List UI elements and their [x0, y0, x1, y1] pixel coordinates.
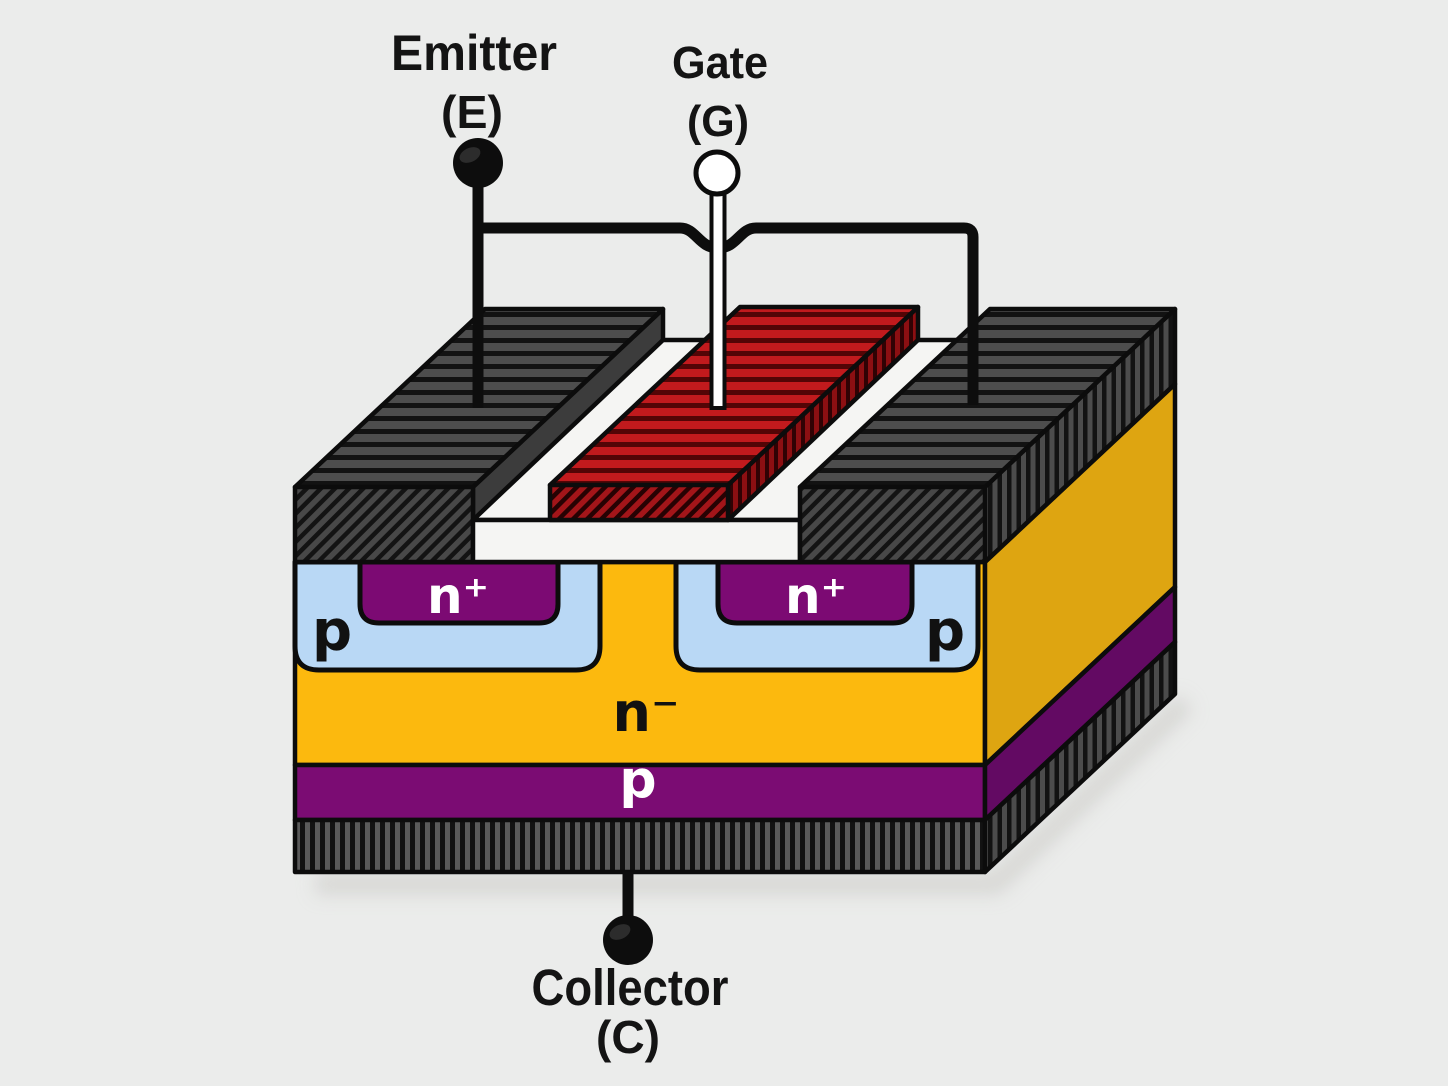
gate-label: Gate	[672, 37, 768, 88]
p-substrate-label: p	[619, 750, 656, 810]
collector-metal-front-face	[292, 817, 988, 875]
n-plus-region-right	[715, 559, 915, 626]
emitter-metal-right	[797, 306, 1178, 565]
n-drift-label: n⁻	[613, 681, 680, 744]
n-plus-region-left	[357, 559, 561, 626]
n-plus-right-label: n⁺	[785, 567, 847, 625]
gate-symbol: (G)	[687, 97, 749, 146]
emitter-symbol: (E)	[441, 86, 503, 138]
silicon-block	[292, 381, 1178, 875]
p-well-left-label: p	[312, 599, 352, 664]
emitter-metal-right-front-face	[797, 484, 988, 565]
collector-terminal-highlight	[609, 924, 631, 940]
block-shadow	[315, 694, 1194, 895]
collector-label: Collector	[532, 959, 729, 1016]
emitter-terminal-highlight	[459, 147, 481, 163]
gate-wire	[709, 174, 727, 410]
emitter-label: Emitter	[391, 25, 557, 81]
gate-terminal-dot	[693, 149, 741, 197]
collector-symbol: (C)	[596, 1011, 660, 1063]
n-plus-left-label: n⁺	[427, 567, 489, 625]
collector-metal-side-face	[982, 639, 1178, 875]
collector-terminal-dot	[603, 915, 653, 965]
gate-electrode	[547, 304, 921, 523]
p-well-right-label: p	[925, 599, 965, 664]
emitter-terminal-dot	[453, 138, 503, 188]
emitter-metal-left-front-face	[292, 484, 476, 565]
gate-oxide-front-face	[470, 517, 803, 565]
gate-electrode-front-face	[547, 482, 731, 523]
emitter-bus-wire	[478, 222, 979, 405]
